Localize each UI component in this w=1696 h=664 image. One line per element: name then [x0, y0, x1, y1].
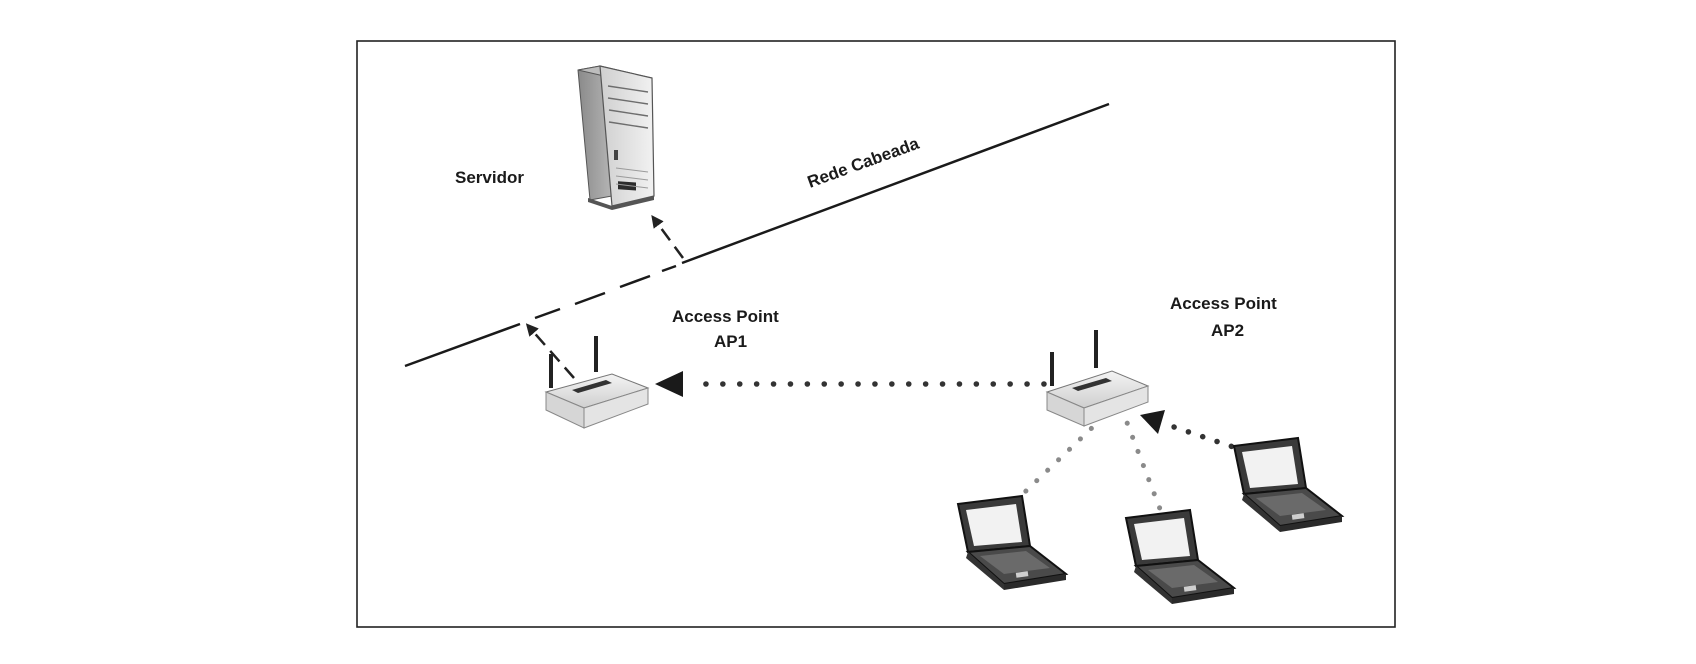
laptop-icon — [1125, 509, 1235, 605]
server-tower-icon — [577, 65, 655, 210]
ap2-to-ap1-wireless-link — [655, 371, 1047, 397]
server-label: Servidor — [455, 168, 524, 187]
laptop-icon — [957, 495, 1067, 591]
wired-network-dashed-segment — [534, 264, 677, 320]
access-point-ap2 — [1045, 330, 1150, 427]
wired-network-line-upper — [681, 102, 1110, 265]
wired-network-line-lower — [404, 322, 521, 368]
ap1-to-wire-arrow — [525, 323, 575, 379]
wired-network-label: Rede Cabeada — [805, 134, 922, 192]
access-point-ap1 — [525, 323, 650, 429]
diagram-frame — [356, 40, 1396, 628]
ap1-label-line2: AP1 — [714, 332, 747, 351]
laptop1-to-ap2-link — [1001, 421, 1099, 515]
wireless-router-icon — [1045, 330, 1150, 427]
laptop2-to-ap2-link — [1123, 417, 1168, 525]
ap1-label-line1: Access Point — [672, 307, 779, 326]
ap2-label-line2: AP2 — [1211, 321, 1244, 340]
ap2-label-line1: Access Point — [1170, 294, 1277, 313]
wire-to-server-arrow — [651, 214, 685, 259]
wireless-router-icon — [544, 336, 650, 429]
laptop-icon — [1233, 437, 1343, 533]
